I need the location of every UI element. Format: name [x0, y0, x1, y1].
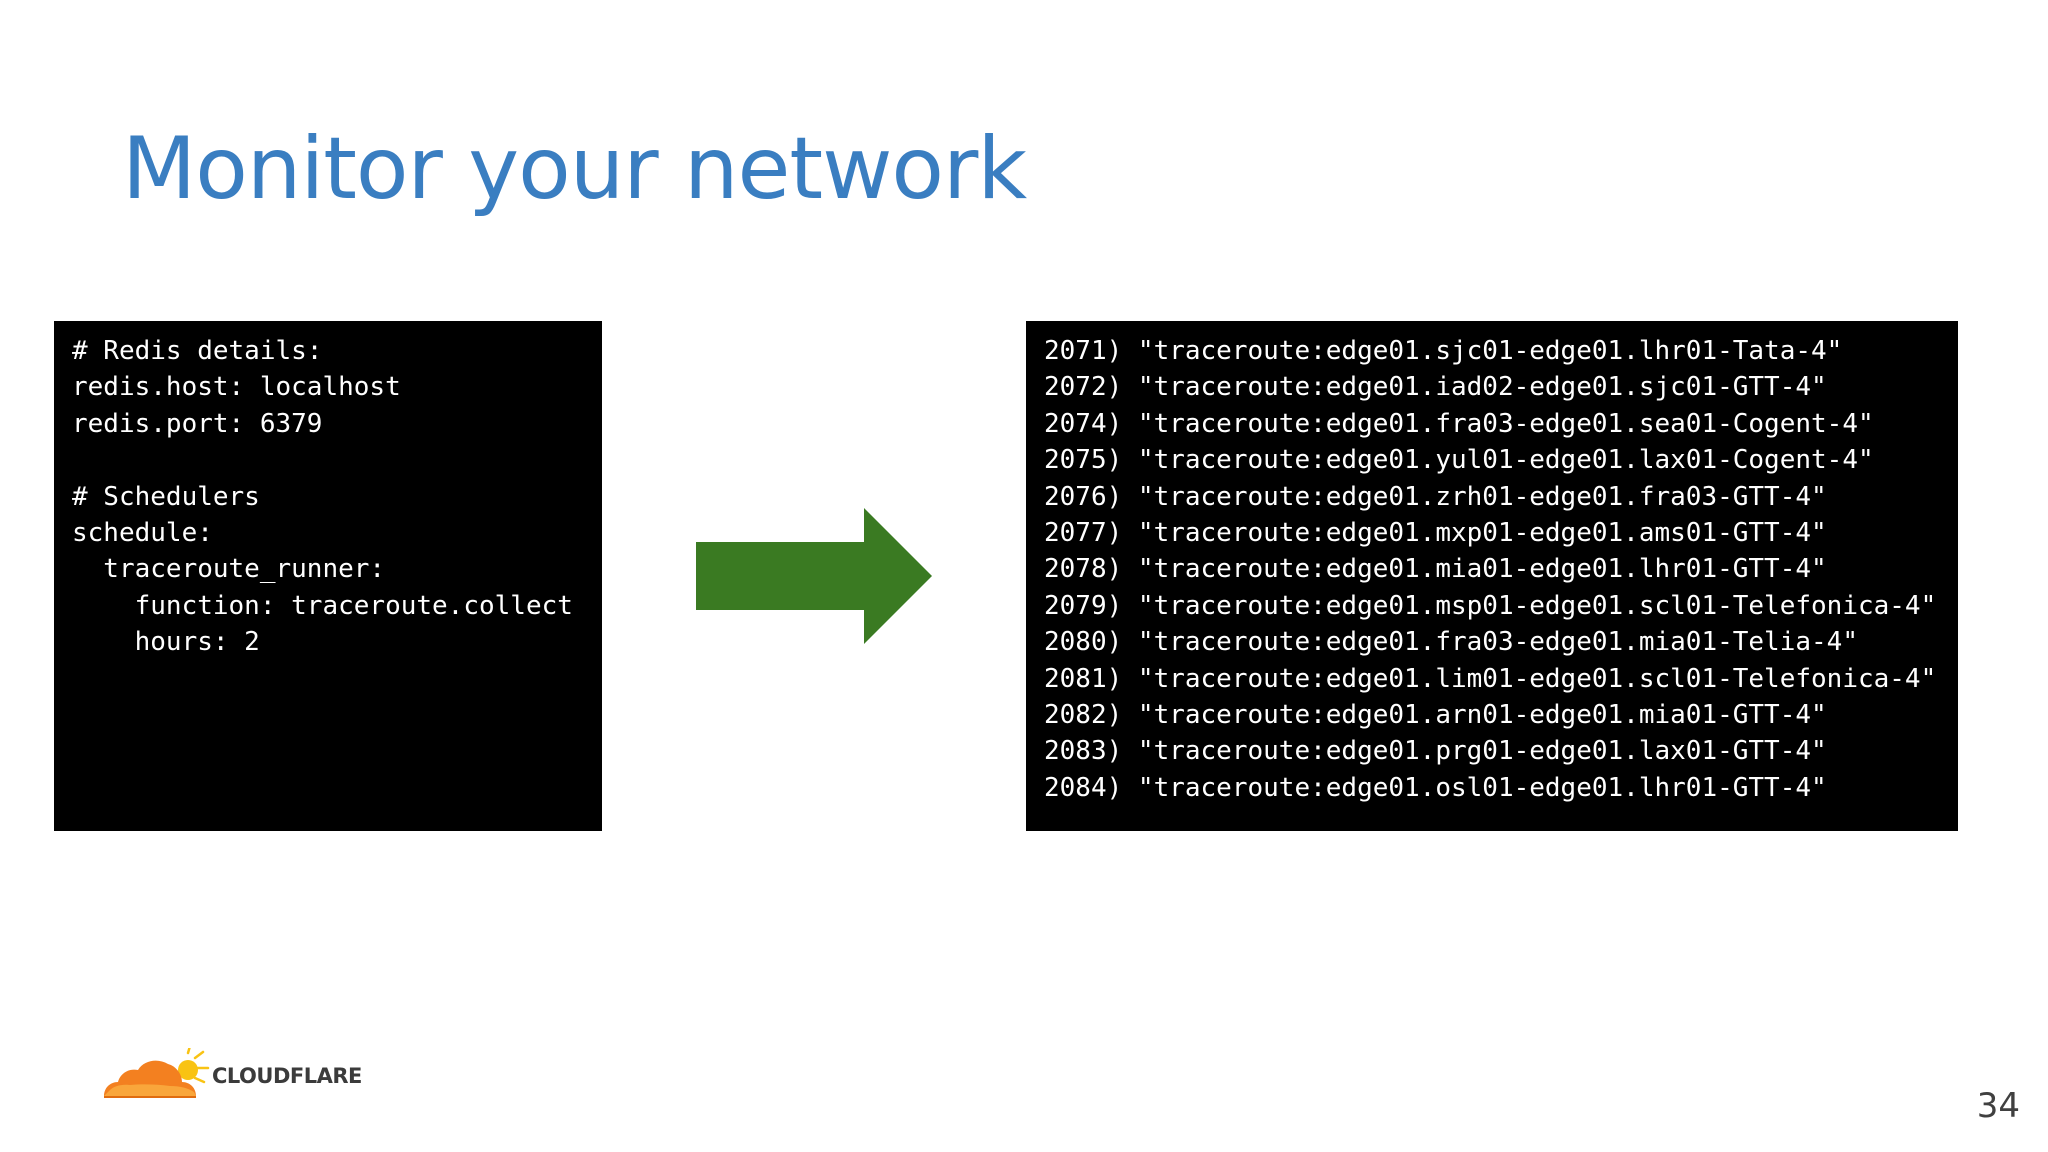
output-line: 2076) "traceroute:edge01.zrh01-edge01.fr… [1044, 481, 1827, 512]
code-line: redis.host: localhost [72, 372, 401, 403]
code-line: redis.port: 6379 [72, 408, 323, 439]
output-line: 2082) "traceroute:edge01.arn01-edge01.mi… [1044, 699, 1827, 730]
config-code-block: # Redis details: redis.host: localhost r… [54, 321, 602, 831]
output-line: 2078) "traceroute:edge01.mia01-edge01.lh… [1044, 554, 1827, 585]
output-line: 2084) "traceroute:edge01.osl01-edge01.lh… [1044, 772, 1827, 803]
cloudflare-wordmark: CLOUDFLARE [212, 1064, 362, 1088]
code-line: function: traceroute.collect [72, 590, 573, 621]
code-line: # Redis details: [72, 336, 323, 366]
output-line: 2083) "traceroute:edge01.prg01-edge01.la… [1044, 736, 1827, 767]
code-line [72, 442, 584, 478]
output-line: 2074) "traceroute:edge01.fra03-edge01.se… [1044, 408, 1874, 439]
output-line: 2071) "traceroute:edge01.sjc01-edge01.lh… [1044, 336, 1843, 366]
redis-output-block: 2071) "traceroute:edge01.sjc01-edge01.lh… [1026, 321, 1958, 831]
output-line: 2081) "traceroute:edge01.lim01-edge01.sc… [1044, 663, 1937, 694]
output-line: 2072) "traceroute:edge01.iad02-edge01.sj… [1044, 372, 1827, 403]
code-line: traceroute_runner: [72, 554, 386, 585]
cloudflare-logo: CLOUDFLARE [100, 1044, 380, 1104]
output-line: 2077) "traceroute:edge01.mxp01-edge01.am… [1044, 517, 1827, 548]
output-line: 2080) "traceroute:edge01.fra03-edge01.mi… [1044, 627, 1858, 658]
output-line: 2075) "traceroute:edge01.yul01-edge01.la… [1044, 445, 1874, 476]
code-line: # Schedulers [72, 481, 260, 512]
arrow-shape [696, 508, 932, 644]
slide-title: Monitor your network [122, 119, 1027, 219]
page-number: 34 [1976, 1086, 2020, 1126]
right-arrow-icon [696, 508, 932, 644]
cloudflare-cloud-icon [104, 1044, 210, 1098]
code-line: hours: 2 [72, 627, 260, 658]
code-line: schedule: [72, 517, 213, 548]
output-line: 2079) "traceroute:edge01.msp01-edge01.sc… [1044, 590, 1937, 621]
